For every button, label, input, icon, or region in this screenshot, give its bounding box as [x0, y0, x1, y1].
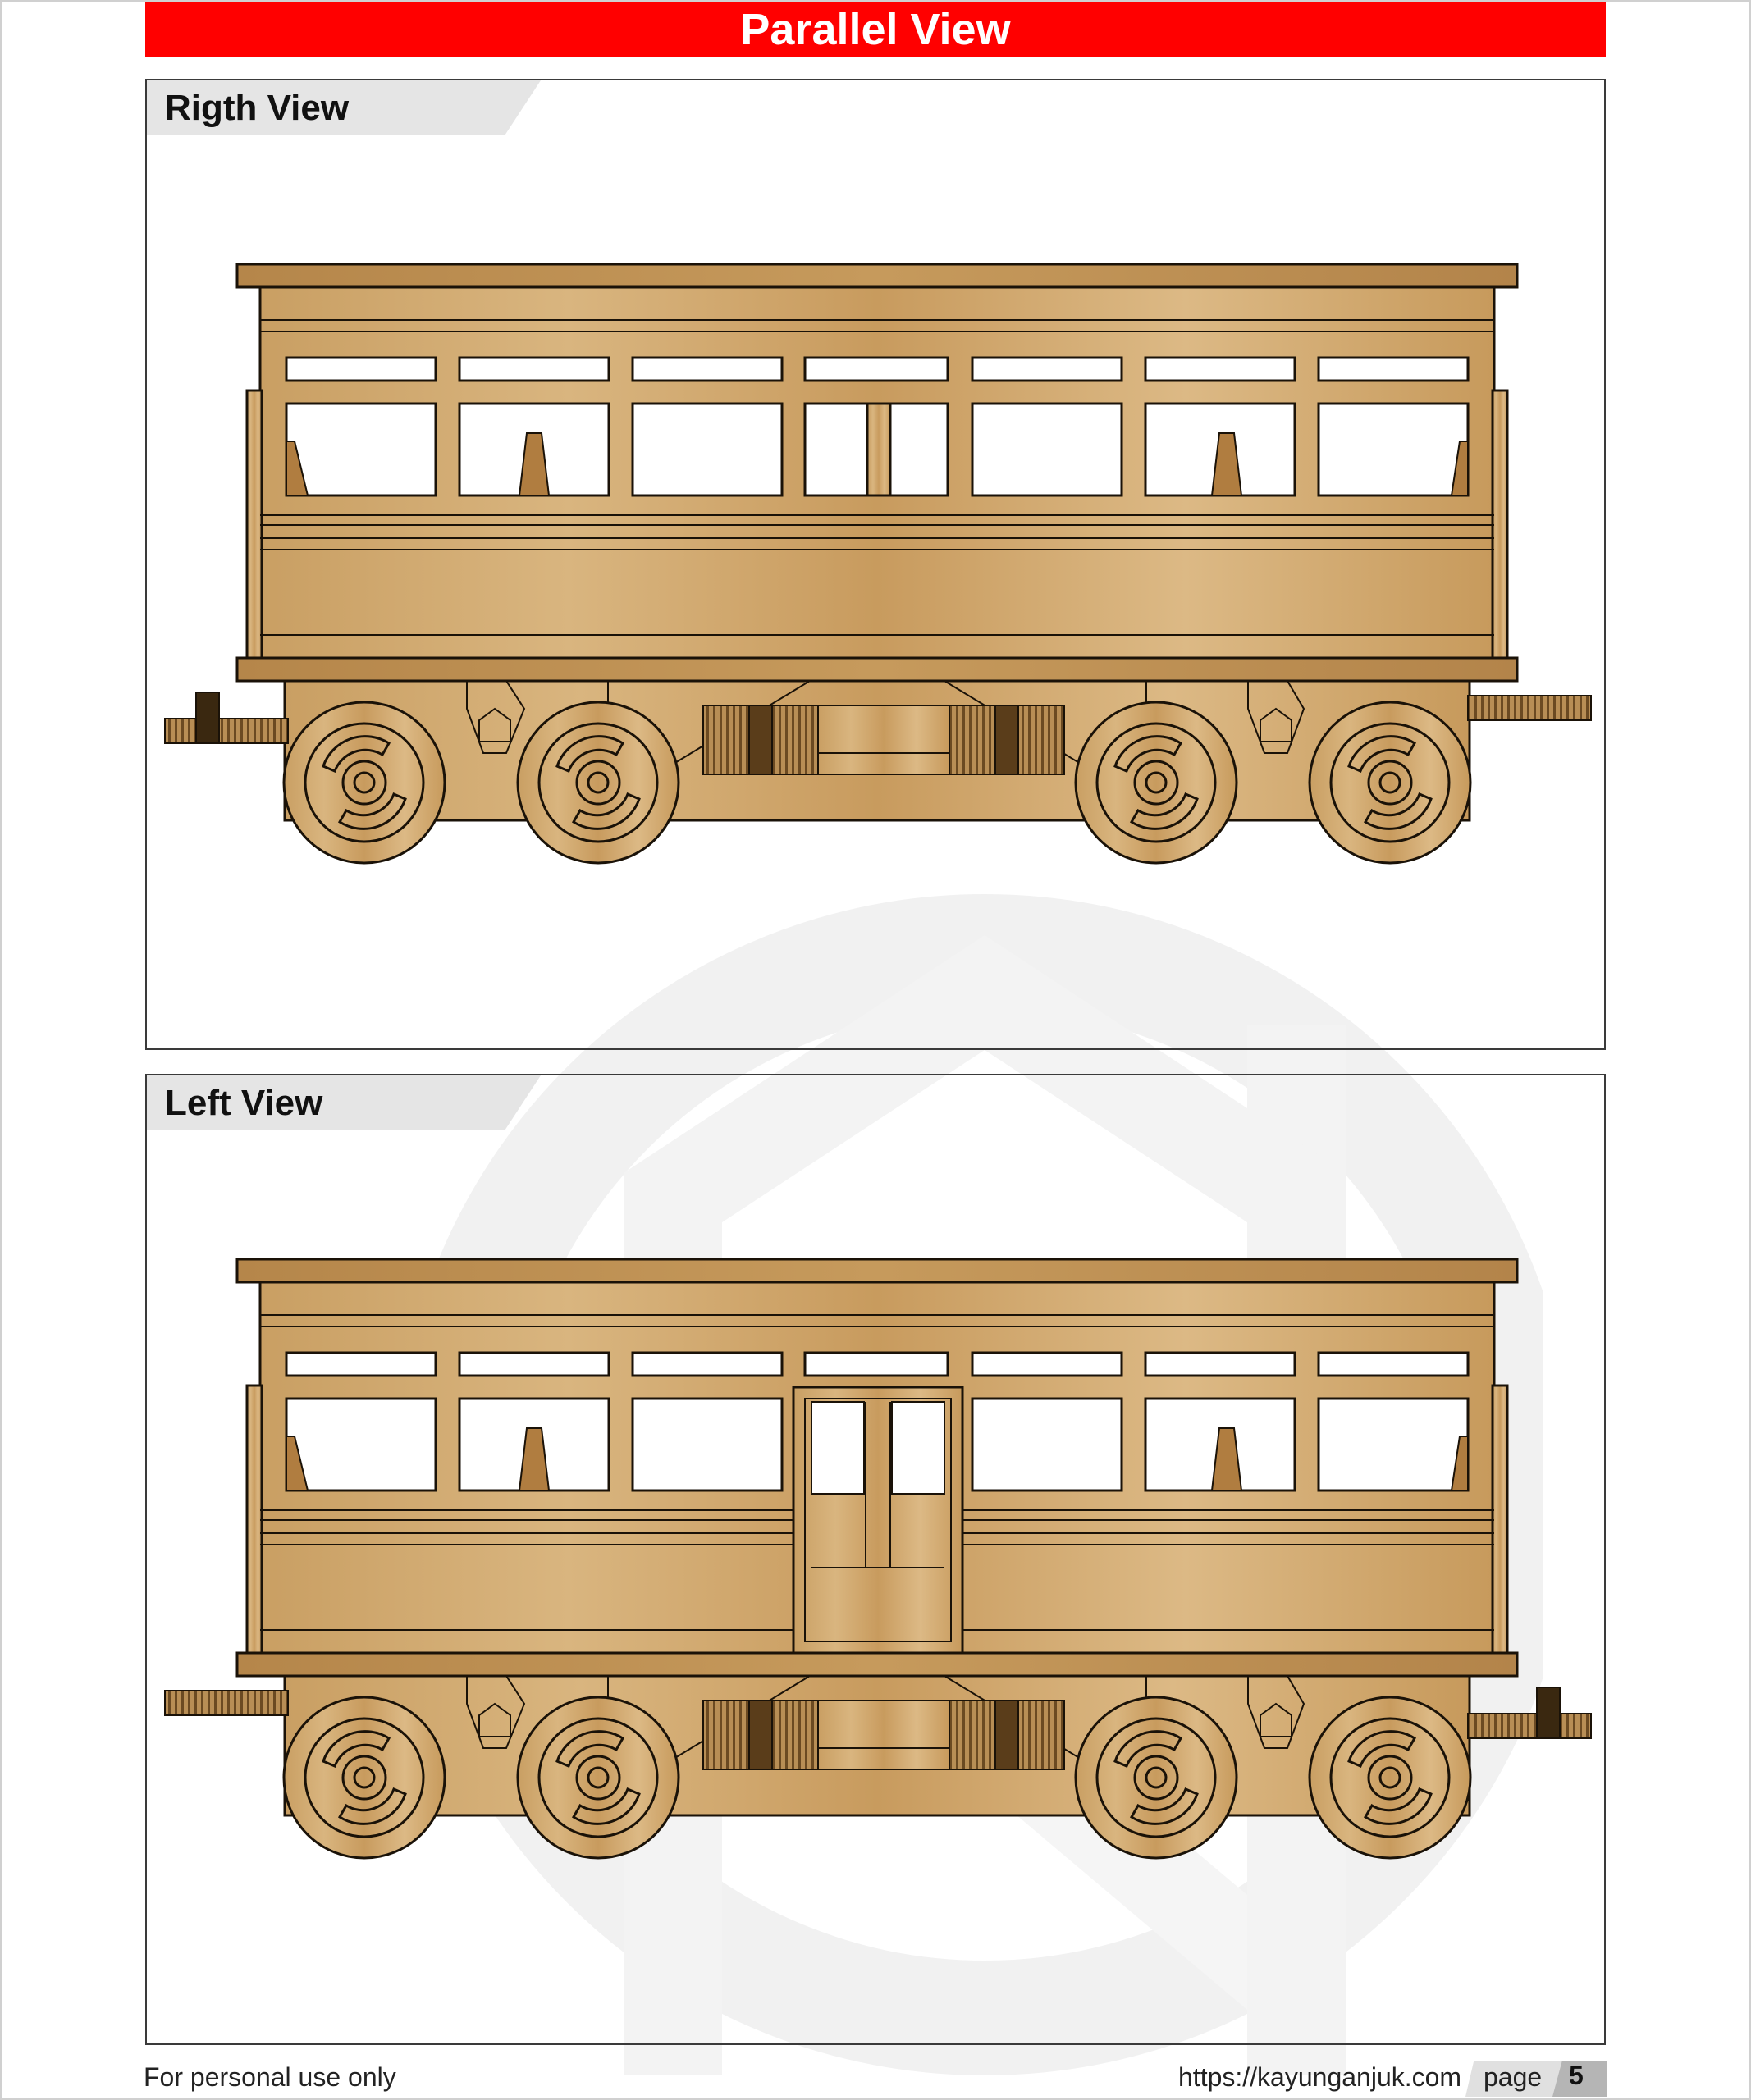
panel-title-right-view: Rigth View — [165, 88, 350, 128]
left-view-panel: Left View — [145, 1074, 1606, 2045]
footer-website-link[interactable]: https://kayunganjuk.com — [1178, 2062, 1462, 2092]
panel-tab — [147, 1075, 541, 1130]
coach-left-view-illustration — [164, 1258, 1592, 1860]
footer-license-note: For personal use only — [144, 2062, 396, 2092]
page-title: Parallel View — [145, 2, 1606, 57]
footer-page-label: page — [1484, 2062, 1543, 2092]
footer-page-number: 5 — [1569, 2061, 1584, 2090]
footer-page-number-box — [1552, 2061, 1607, 2097]
panel-tab — [147, 80, 541, 135]
right-view-panel: Rigth View — [145, 79, 1606, 1050]
coach-right-view-illustration — [164, 262, 1592, 865]
panel-title-left-view: Left View — [165, 1083, 323, 1123]
